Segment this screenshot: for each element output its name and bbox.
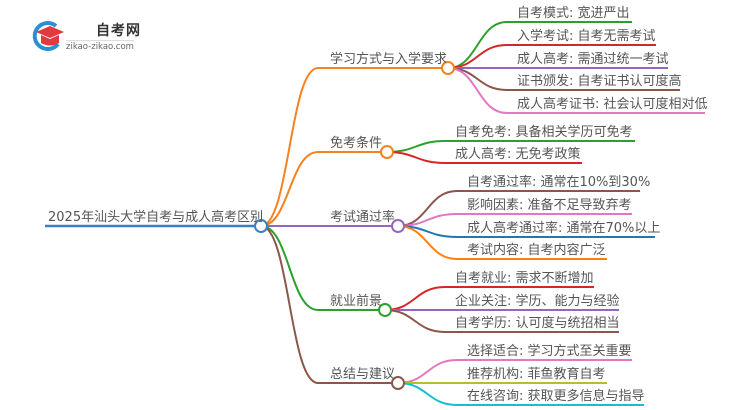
leaf-connector	[397, 382, 644, 406]
leaf-node-label[interactable]: 成人高考: 需通过统一考试	[517, 51, 669, 67]
branch-connector	[260, 67, 448, 227]
branch-toggle[interactable]	[378, 303, 392, 317]
leaf-connector	[397, 225, 607, 260]
branch-node-label[interactable]: 总结与建议	[330, 367, 395, 382]
logo[interactable]: 自考网 zikao-zikao.com	[30, 18, 180, 54]
leaf-node-label[interactable]: 入学考试: 自考无需考试	[517, 28, 656, 44]
branch-connector	[260, 225, 385, 311]
leaf-node-label[interactable]: 自考模式: 宽进严出	[517, 5, 630, 21]
leaf-node-label[interactable]: 自考学历: 认可度与统招相当	[455, 315, 620, 331]
leaf-node-label[interactable]: 选择适合: 学习方式至关重要	[467, 343, 632, 359]
branch-connector	[260, 225, 398, 384]
leaf-node-label[interactable]: 考试内容: 自考内容广泛	[467, 242, 606, 258]
leaf-node-label[interactable]: 影响因素: 准备不足导致弃考	[467, 197, 632, 213]
leaf-node-label[interactable]: 自考就业: 需求不断增加	[455, 271, 594, 286]
branch-node-label[interactable]: 考试通过率	[330, 209, 395, 225]
branch-toggle[interactable]	[380, 145, 394, 159]
root-node-label[interactable]: 2025年汕头大学自考与成人高考区别	[48, 209, 263, 225]
branch-toggle[interactable]	[391, 219, 405, 233]
branch-node-label[interactable]: 免考条件	[330, 135, 382, 151]
branch-toggle[interactable]	[441, 61, 455, 75]
branch-toggle[interactable]	[391, 376, 405, 390]
leaf-node-label[interactable]: 成人高考通过率: 通常在70%以上	[467, 220, 660, 236]
branch-node-label[interactable]: 学习方式与入学要求	[330, 51, 447, 67]
leaf-connector	[447, 21, 632, 69]
logo-url: zikao-zikao.com	[66, 40, 134, 52]
leaf-node-label[interactable]: 自考免考: 具备相关学历可免考	[455, 124, 633, 140]
leaf-node-label[interactable]: 成人高考: 无免考政策	[455, 146, 581, 162]
branch-connector	[260, 151, 387, 227]
leaf-node-label[interactable]: 在线咨询: 获取更多信息与指导	[467, 388, 645, 404]
leaf-connector	[384, 309, 619, 333]
graduation-cap-icon	[32, 21, 64, 52]
logo-title: 自考网	[96, 23, 141, 39]
branch-node-label[interactable]: 就业前景	[330, 293, 382, 309]
root-toggle[interactable]	[254, 219, 268, 233]
leaf-node-label[interactable]: 成人高考证书: 社会认可度相对低	[517, 96, 708, 112]
leaf-node-label[interactable]: 企业关注: 学历、能力与经验	[455, 293, 620, 309]
leaf-node-label[interactable]: 推荐机构: 菲鱼教育自考	[467, 366, 606, 382]
leaf-node-label[interactable]: 证书颁发: 自考证书认可度高	[517, 73, 682, 89]
leaf-connector	[447, 67, 705, 114]
leaf-connector	[386, 151, 582, 164]
leaf-node-label[interactable]: 自考通过率: 通常在10%到30%	[467, 174, 650, 190]
